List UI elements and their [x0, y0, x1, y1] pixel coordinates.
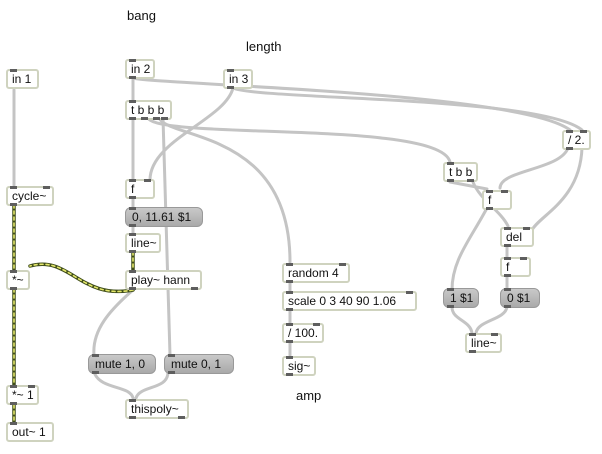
envelope-message-label: 0, 11.61 $1 — [132, 210, 192, 224]
cycle-label: cycle~ — [12, 189, 47, 203]
random-object[interactable]: random 4 — [282, 263, 350, 283]
random-label: random 4 — [288, 266, 339, 280]
sig-object[interactable]: sig~ — [282, 356, 316, 376]
scale-inlet-right — [406, 291, 413, 294]
mute-on-label: mute 1, 0 — [95, 357, 146, 371]
cord-tbbb-tbb — [146, 116, 452, 164]
delay-label: del — [506, 230, 523, 244]
mute-off-message[interactable]: mute 0, 1 — [164, 354, 234, 374]
trigger-2-outlet-right — [467, 179, 474, 182]
envelope-message-box[interactable]: 0, 11.61 $1 — [125, 207, 203, 227]
inlet-object-2[interactable]: in 2 — [125, 59, 155, 79]
float-1-label: f — [131, 182, 135, 196]
cord-in2-div2 — [131, 76, 572, 132]
cord-play-mute10 — [92, 288, 135, 357]
comment-length: length — [246, 39, 282, 54]
message-1-label: 1 $1 — [450, 291, 474, 305]
message-box-0[interactable]: 0 $1 — [500, 288, 540, 308]
trigger-outlet-4 — [161, 117, 168, 120]
divide-2-label: / 2. — [568, 133, 585, 147]
thispoly-outlet-right — [178, 416, 185, 419]
line-object-2[interactable]: line~ — [465, 333, 502, 353]
cord-msg0-line2 — [474, 305, 509, 335]
inlet-object-1[interactable]: in 1 — [6, 69, 39, 89]
line-object-1[interactable]: line~ — [125, 233, 161, 253]
multiply-signal-object[interactable]: *~ — [6, 270, 30, 290]
divide-100-inlet-right — [313, 323, 320, 326]
cycle-inlet-right — [43, 186, 50, 189]
cord-mute10-thispoly — [92, 370, 135, 400]
delay-inlet-right — [523, 227, 530, 230]
play-label: play~ hann — [131, 273, 191, 287]
trigger-2-label: t b b — [449, 165, 473, 179]
line-2-inlet-right — [491, 333, 498, 336]
multiply-one-label: *~ 1 — [12, 388, 34, 402]
scale-object[interactable]: scale 0 3 40 90 1.06 — [282, 291, 417, 311]
scale-label: scale 0 3 40 90 1.06 — [288, 294, 397, 308]
inlet-1-label: in 1 — [12, 72, 32, 86]
cord-f2-msg1 — [450, 206, 489, 292]
float-1-inlet-right — [144, 179, 151, 182]
mute-off-label: mute 0, 1 — [171, 357, 222, 371]
cord-tbbb-mute01 — [161, 116, 172, 357]
float-object-3[interactable]: f — [500, 257, 531, 277]
divide-100-label: / 100. — [288, 326, 319, 340]
mute-on-message[interactable]: mute 1, 0 — [88, 354, 156, 374]
inlet-object-3[interactable]: in 3 — [223, 69, 253, 89]
random-inlet-right — [339, 263, 346, 266]
cord-in3-f1 — [148, 86, 235, 182]
trigger-outlet-2 — [141, 117, 148, 120]
cord-mute01-thispoly — [134, 370, 170, 400]
float-object-1[interactable]: f — [125, 179, 155, 199]
line-1-label: line~ — [131, 236, 157, 250]
cord-msg1-line2 — [450, 305, 474, 335]
trigger-label: t b b b — [131, 103, 165, 117]
divide-100-object[interactable]: / 100. — [282, 323, 324, 343]
message-0-label: 0 $1 — [507, 291, 531, 305]
cord-tbb-f2 — [448, 180, 489, 191]
cycle-object[interactable]: cycle~ — [6, 186, 54, 206]
float-2-label: f — [488, 193, 492, 207]
multiply-one-object[interactable]: *~ 1 — [6, 385, 39, 405]
thispoly-object[interactable]: thispoly~ — [125, 399, 189, 419]
outlet-1-label: out~ 1 — [12, 425, 46, 439]
play-object[interactable]: play~ hann — [125, 270, 202, 290]
multiply-one-inlet-right — [28, 385, 35, 388]
play-outlet-right — [191, 287, 198, 290]
float-object-2[interactable]: f — [482, 190, 512, 210]
trigger-object-2[interactable]: t b b — [443, 162, 478, 182]
float-3-inlet-right — [520, 257, 527, 260]
comment-amp: amp — [296, 388, 322, 403]
inlet-3-label: in 3 — [229, 72, 249, 86]
multiply-signal-label: *~ — [12, 273, 24, 287]
cord-tbbb-random — [157, 116, 292, 264]
trigger-outlet-3 — [153, 117, 160, 120]
trigger-object[interactable]: t b b b — [125, 100, 172, 120]
inlet-2-label: in 2 — [131, 62, 151, 76]
cord-div2-f2 — [498, 146, 570, 190]
thispoly-label: thispoly~ — [131, 402, 179, 416]
float-3-label: f — [506, 260, 510, 274]
outlet-object-1[interactable]: out~ 1 — [6, 422, 54, 442]
divide-2-inlet-right — [580, 130, 587, 133]
delay-object[interactable]: del — [500, 227, 534, 247]
divide-2-object[interactable]: / 2. — [562, 130, 591, 150]
comment-bang: bang — [127, 8, 156, 23]
cord-in3-div2 — [231, 86, 584, 132]
cord-div2-del — [530, 146, 584, 232]
float-2-inlet-right — [501, 190, 508, 193]
line-2-label: line~ — [471, 336, 497, 350]
message-box-1[interactable]: 1 $1 — [443, 288, 479, 308]
sig-label: sig~ — [288, 359, 311, 373]
